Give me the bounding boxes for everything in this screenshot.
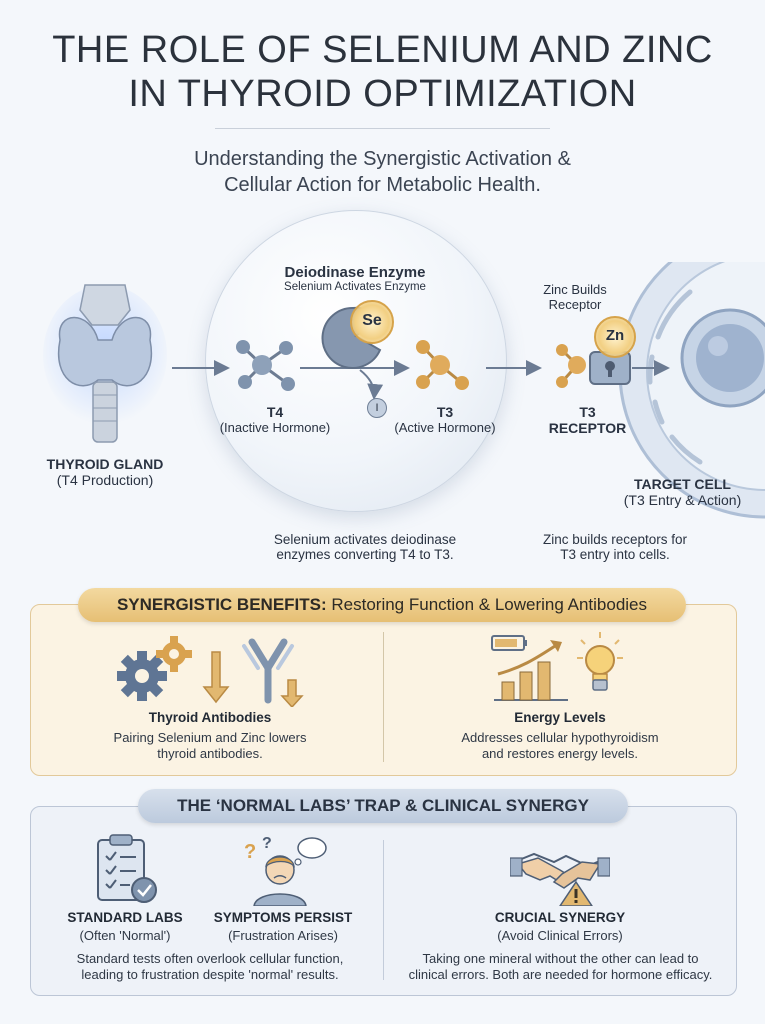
crucial-synergy-text: Taking one mineral without the other can… xyxy=(388,951,733,983)
normal-labs-text-line-2: leading to frustration despite 'normal' … xyxy=(81,967,339,982)
standard-labs-title: STANDARD LABS xyxy=(67,910,183,925)
benefits-heading-bold: SYNERGISTIC BENEFITS: xyxy=(116,595,327,614)
symptoms-persist-title: SYMPTOMS PERSIST xyxy=(213,910,353,925)
normal-labs-trap-heading: THE ‘NORMAL LABS’ TRAP & CLINICAL SYNERG… xyxy=(138,789,628,823)
zinc-note-line-2: Receptor xyxy=(548,297,602,312)
energy-text-line-1: Addresses cellular hypothyroidism xyxy=(461,730,659,745)
t3-subtitle: (Active Hormone) xyxy=(394,420,496,435)
enzyme-title: Deiodinase Enzyme xyxy=(284,264,426,281)
clipboard-checklist-icon xyxy=(97,834,157,903)
enzyme-label: Deiodinase Enzyme Selenium Activates Enz… xyxy=(255,264,455,293)
title-divider xyxy=(215,128,550,129)
crucial-synergy-text-line-2: clinical errors. Both are needed for hor… xyxy=(408,967,713,982)
zinc-caption-line-2: T3 entry into cells. xyxy=(560,547,670,562)
t3-label: T3 (Active Hormone) xyxy=(380,404,510,435)
target-cell-icon xyxy=(618,262,765,519)
t3-receptor-label: T3 RECEPTOR xyxy=(540,404,635,436)
receptor-line-1: T3 xyxy=(579,404,596,420)
crucial-synergy-text-line-1: Taking one mineral without the other can… xyxy=(422,951,699,966)
thyroid-gland-label: THYROID GLAND (T4 Production) xyxy=(10,456,200,488)
selenium-caption-line-2: enzymes converting T4 to T3. xyxy=(276,547,454,562)
page-subtitle: Understanding the Synergistic Activation… xyxy=(0,146,765,198)
antibodies-text-line-2: thyroid antibodies. xyxy=(157,746,263,761)
energy-text: Addresses cellular hypothyroidism and re… xyxy=(400,730,720,762)
zinc-note: Zinc Builds Receptor xyxy=(520,282,630,312)
lightbulb-icon xyxy=(577,632,623,691)
energy-title: Energy Levels xyxy=(514,710,606,725)
svg-text:?: ? xyxy=(262,835,272,852)
zinc-caption-line-1: Zinc builds receptors for xyxy=(542,532,688,547)
title-line-2: IN THYROID OPTIMIZATION xyxy=(128,73,637,115)
trap-divider xyxy=(383,840,384,980)
synergistic-benefits-heading: SYNERGISTIC BENEFITS: Restoring Function… xyxy=(78,588,686,622)
t4-subtitle: (Inactive Hormone) xyxy=(219,420,331,435)
subtitle-line-2: Cellular Action for Metabolic Health. xyxy=(224,174,541,196)
svg-text:?: ? xyxy=(244,841,256,863)
frustrated-person-icon: ? ? xyxy=(244,835,327,906)
antibodies-title: Thyroid Antibodies xyxy=(148,710,272,725)
benefits-heading-rest: Restoring Function & Lowering Antibodies xyxy=(326,595,648,614)
normal-labs-text-line-1: Standard tests often overlook cellular f… xyxy=(76,951,344,966)
standard-labs-subtitle: (Often 'Normal') xyxy=(79,928,171,943)
enzyme-subtitle: Selenium Activates Enzyme xyxy=(284,281,426,293)
receptor-molecule-icon xyxy=(556,344,586,388)
symptoms-persist-subtitle: (Frustration Arises) xyxy=(228,928,338,943)
energy-chart-icon xyxy=(491,635,568,701)
zinc-caption: Zinc builds receptors for T3 entry into … xyxy=(515,532,715,562)
antibodies-icon xyxy=(117,636,304,707)
gland-title: THYROID GLAND xyxy=(46,456,164,472)
benefits-divider xyxy=(383,632,384,762)
selenium-badge: Se xyxy=(350,300,394,344)
energy-text-line-2: and restores energy levels. xyxy=(481,746,639,761)
title-line-1: THE ROLE OF SELENIUM AND ZINC xyxy=(52,29,713,71)
page-title: THE ROLE OF SELENIUM AND ZINC IN THYROID… xyxy=(0,28,765,116)
cell-subtitle: (T3 Entry & Action) xyxy=(623,492,742,508)
antibodies-text: Pairing Selenium and Zinc lowers thyroid… xyxy=(60,730,360,762)
selenium-caption: Selenium activates deiodinase enzymes co… xyxy=(215,532,515,562)
zinc-note-line-1: Zinc Builds xyxy=(543,282,607,297)
pathway-diagram xyxy=(172,340,670,400)
zinc-badge: Zn xyxy=(594,316,636,358)
t3-molecule-icon xyxy=(416,340,469,390)
handshake-warning-icon xyxy=(510,852,610,906)
subtitle-line-1: Understanding the Synergistic Activation… xyxy=(194,148,571,170)
crucial-synergy-subtitle: (Avoid Clinical Errors) xyxy=(497,928,623,943)
antibodies-text-line-1: Pairing Selenium and Zinc lowers xyxy=(113,730,307,745)
cell-title: TARGET CELL xyxy=(634,476,731,492)
iodine-badge: I xyxy=(367,398,387,418)
t3-title: T3 xyxy=(436,404,454,420)
normal-labs-text: Standard tests often overlook cellular f… xyxy=(40,951,380,983)
target-cell-label: TARGET CELL (T3 Entry & Action) xyxy=(605,476,760,508)
receptor-line-2: RECEPTOR xyxy=(548,420,627,436)
thyroid-gland-icon xyxy=(43,284,167,443)
crucial-synergy-title: CRUCIAL SYNERGY xyxy=(494,910,626,925)
t4-label: T4 (Inactive Hormone) xyxy=(210,404,340,435)
selenium-caption-line-1: Selenium activates deiodinase xyxy=(273,532,457,547)
t4-title: T4 xyxy=(266,404,284,420)
gland-subtitle: (T4 Production) xyxy=(56,472,154,488)
t4-molecule-icon xyxy=(236,340,295,391)
